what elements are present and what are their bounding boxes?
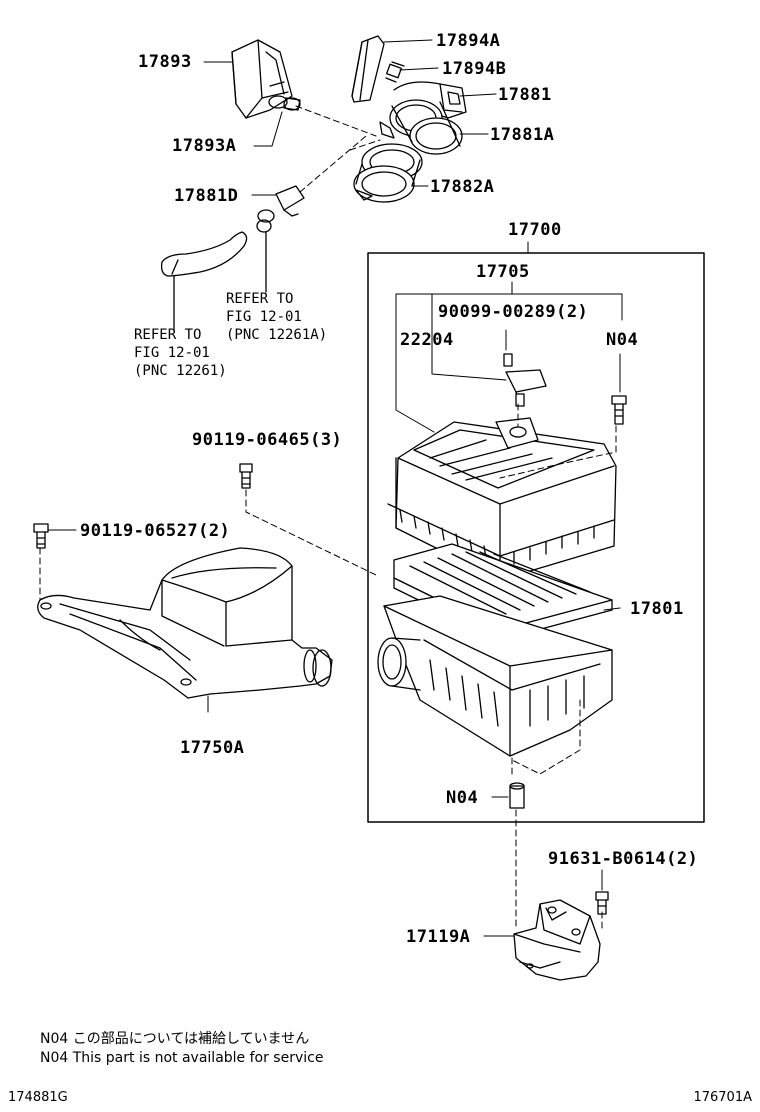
refer-note-2-line2: FIG 12-01 bbox=[134, 345, 210, 361]
footnote-english: N04 This part is not available for servi… bbox=[40, 1050, 324, 1066]
bracket-17119a-drawing bbox=[483, 899, 601, 981]
breather-hose-drawing bbox=[160, 231, 267, 331]
label-17705: 17705 bbox=[476, 262, 530, 282]
refer-note-1-line2: FIG 12-01 bbox=[226, 309, 302, 325]
resonator-17893-drawing bbox=[231, 39, 301, 119]
airflow-meter-17881-drawing bbox=[379, 81, 467, 155]
label-17893: 17893 bbox=[138, 52, 192, 72]
label-17881: 17881 bbox=[498, 85, 552, 105]
label-17894a: 17894A bbox=[436, 31, 501, 51]
screw-n04-top-drawing bbox=[611, 395, 627, 425]
label-90119-06527: 90119-06527(2) bbox=[80, 521, 231, 541]
hose-17894a-drawing bbox=[351, 35, 385, 103]
label-90119-06465: 90119-06465(3) bbox=[192, 430, 343, 450]
assembly-box-17700 bbox=[367, 252, 705, 823]
label-17119a: 17119A bbox=[406, 927, 471, 947]
label-n04-top: N04 bbox=[606, 330, 639, 350]
leader-lines-assembly bbox=[603, 607, 621, 611]
label-17700: 17700 bbox=[508, 220, 562, 240]
footnote-japanese: N04 この部品については補給していません bbox=[40, 1031, 310, 1047]
refer-note-2: REFER TO FIG 12-01 (PNC 12261) bbox=[134, 326, 227, 380]
bolt-90119-06465-drawing bbox=[239, 463, 253, 489]
clamp-17882a-drawing bbox=[353, 143, 423, 203]
air-cleaner-case-drawing bbox=[377, 595, 613, 757]
refer-note-1: REFER TO FIG 12-01 (PNC 12261A) bbox=[226, 290, 327, 344]
label-22204: 22204 bbox=[400, 330, 454, 350]
label-17893a: 17893A bbox=[172, 136, 237, 156]
fitting-17881d-drawing bbox=[256, 185, 305, 233]
diagram-code-right: 176701A bbox=[693, 1090, 752, 1105]
sensor-22204-drawing bbox=[503, 353, 547, 407]
label-n04-bottom: N04 bbox=[446, 788, 479, 808]
refer-note-2-line3: (PNC 12261) bbox=[134, 363, 227, 379]
clip-17894b-drawing bbox=[385, 61, 405, 83]
bracket-17705 bbox=[395, 241, 623, 433]
refer-note-2-line1: REFER TO bbox=[134, 327, 202, 343]
bolt-91631-drawing bbox=[595, 869, 609, 915]
label-17801: 17801 bbox=[630, 599, 684, 619]
refer-note-1-line3: (PNC 12261A) bbox=[226, 327, 328, 343]
label-90099-00289: 90099-00289(2) bbox=[438, 302, 589, 322]
leader-lines-top bbox=[203, 39, 497, 196]
refer-note-1-line1: REFER TO bbox=[226, 291, 294, 307]
dashed-lines-assembly bbox=[39, 403, 617, 933]
intake-duct-17750a-drawing bbox=[37, 547, 333, 713]
air-cleaner-cap-drawing bbox=[387, 417, 617, 581]
diagram-code-left: 174881G bbox=[8, 1090, 68, 1105]
label-17882a: 17882A bbox=[430, 177, 495, 197]
label-17894b: 17894B bbox=[442, 59, 507, 79]
grommet-n04-bottom-drawing bbox=[491, 782, 525, 809]
label-17881a: 17881A bbox=[490, 125, 555, 145]
label-17881d: 17881D bbox=[174, 186, 239, 206]
bolt-90119-06527-drawing bbox=[33, 523, 77, 549]
label-17750a: 17750A bbox=[180, 738, 245, 758]
label-91631-b0614: 91631-B0614(2) bbox=[548, 849, 699, 869]
dashed-lines-top bbox=[295, 105, 381, 193]
